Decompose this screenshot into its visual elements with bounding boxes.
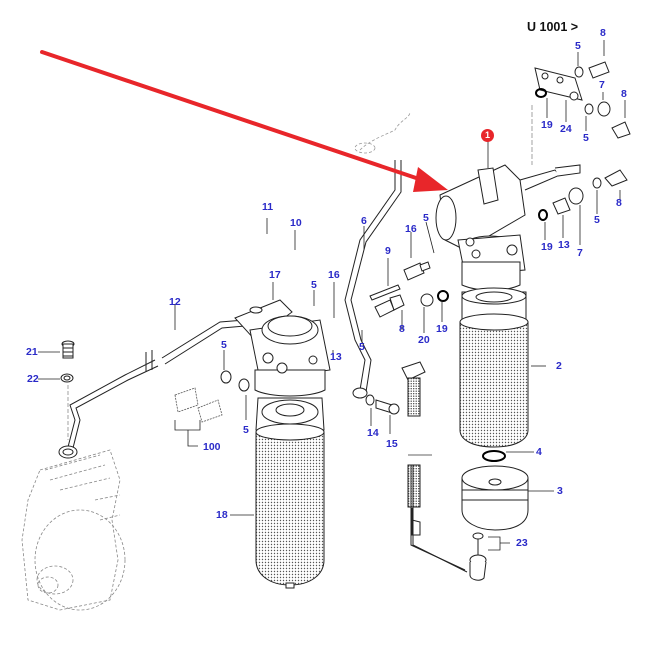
callout-4[interactable]: 4	[536, 446, 542, 458]
reference-label: U 1001 >	[527, 20, 579, 34]
pipe-12	[58, 319, 246, 459]
callout-5[interactable]: 5	[575, 40, 581, 52]
callout-5[interactable]: 5	[311, 279, 317, 291]
callout-11[interactable]: 11	[262, 201, 274, 213]
callout-5[interactable]: 5	[243, 424, 249, 436]
callout-16[interactable]: 16	[328, 269, 340, 281]
callout-13[interactable]: 13	[330, 351, 342, 363]
washers-5-left	[220, 370, 250, 392]
plug-20	[420, 293, 434, 307]
callout-24[interactable]: 24	[560, 123, 572, 135]
callout-6[interactable]: 6	[361, 215, 367, 227]
callout-8[interactable]: 8	[399, 323, 405, 335]
callout-15[interactable]: 15	[386, 438, 398, 450]
washer-22	[60, 373, 74, 383]
o-ring-19-mid	[437, 290, 449, 302]
callout-23[interactable]: 23	[516, 537, 528, 549]
callout-5[interactable]: 5	[583, 132, 589, 144]
drain-valve-23	[469, 532, 487, 581]
callout-13[interactable]: 13	[558, 239, 570, 251]
callout-22[interactable]: 22	[27, 373, 39, 385]
callout-7[interactable]: 7	[577, 247, 583, 259]
callout-16[interactable]: 16	[405, 223, 417, 235]
bolt-21	[61, 340, 75, 359]
banjo-block-24	[534, 67, 583, 101]
callout-2[interactable]: 2	[556, 360, 562, 372]
filter-element-left	[255, 397, 325, 589]
callout-3[interactable]: 3	[557, 485, 563, 497]
highlight-badge: 1	[481, 129, 494, 142]
callout-9[interactable]: 9	[385, 245, 391, 257]
bolts-8-top	[574, 61, 631, 139]
sensor-assembly-100	[174, 387, 223, 423]
filter-head-left	[234, 299, 331, 397]
bolts-8-right	[552, 169, 628, 215]
wire-harness	[401, 361, 468, 573]
engine-block-outline	[21, 449, 126, 611]
ghost-pipe-top	[354, 111, 411, 154]
callout-20[interactable]: 20	[418, 334, 430, 346]
o-ring-19-top	[535, 88, 547, 98]
red-pointer-arrow	[40, 50, 448, 192]
rod-9	[369, 284, 401, 301]
water-bowl-3	[461, 465, 529, 531]
filter-head-right	[457, 234, 526, 291]
callout-21[interactable]: 21	[26, 346, 38, 358]
callout-100[interactable]: 100	[203, 441, 221, 453]
callout-12[interactable]: 12	[169, 296, 181, 308]
o-ring-19-right	[538, 209, 548, 221]
bolt-15	[365, 394, 400, 415]
callout-19[interactable]: 19	[436, 323, 448, 335]
callout-10[interactable]: 10	[290, 217, 302, 229]
callout-8[interactable]: 8	[621, 88, 627, 100]
filter-element-right	[459, 287, 529, 448]
callout-5[interactable]: 5	[221, 339, 227, 351]
callout-18[interactable]: 18	[216, 509, 228, 521]
callout-17[interactable]: 17	[269, 269, 281, 281]
pipe-6	[344, 160, 402, 399]
bolt-8-mid	[374, 294, 405, 318]
callout-19[interactable]: 19	[541, 241, 553, 253]
callout-8[interactable]: 8	[600, 27, 606, 39]
callout-5[interactable]: 5	[423, 212, 429, 224]
leader-lines	[38, 40, 626, 551]
callout-19[interactable]: 19	[541, 119, 553, 131]
o-ring-4	[482, 450, 506, 462]
callout-14[interactable]: 14	[367, 427, 379, 439]
fuel-pump-1	[435, 164, 581, 251]
callout-7[interactable]: 7	[599, 79, 605, 91]
callout-8[interactable]: 8	[616, 197, 622, 209]
callout-5[interactable]: 5	[594, 214, 600, 226]
fitting-16-upper	[403, 261, 431, 281]
callout-5[interactable]: 5	[359, 341, 365, 353]
